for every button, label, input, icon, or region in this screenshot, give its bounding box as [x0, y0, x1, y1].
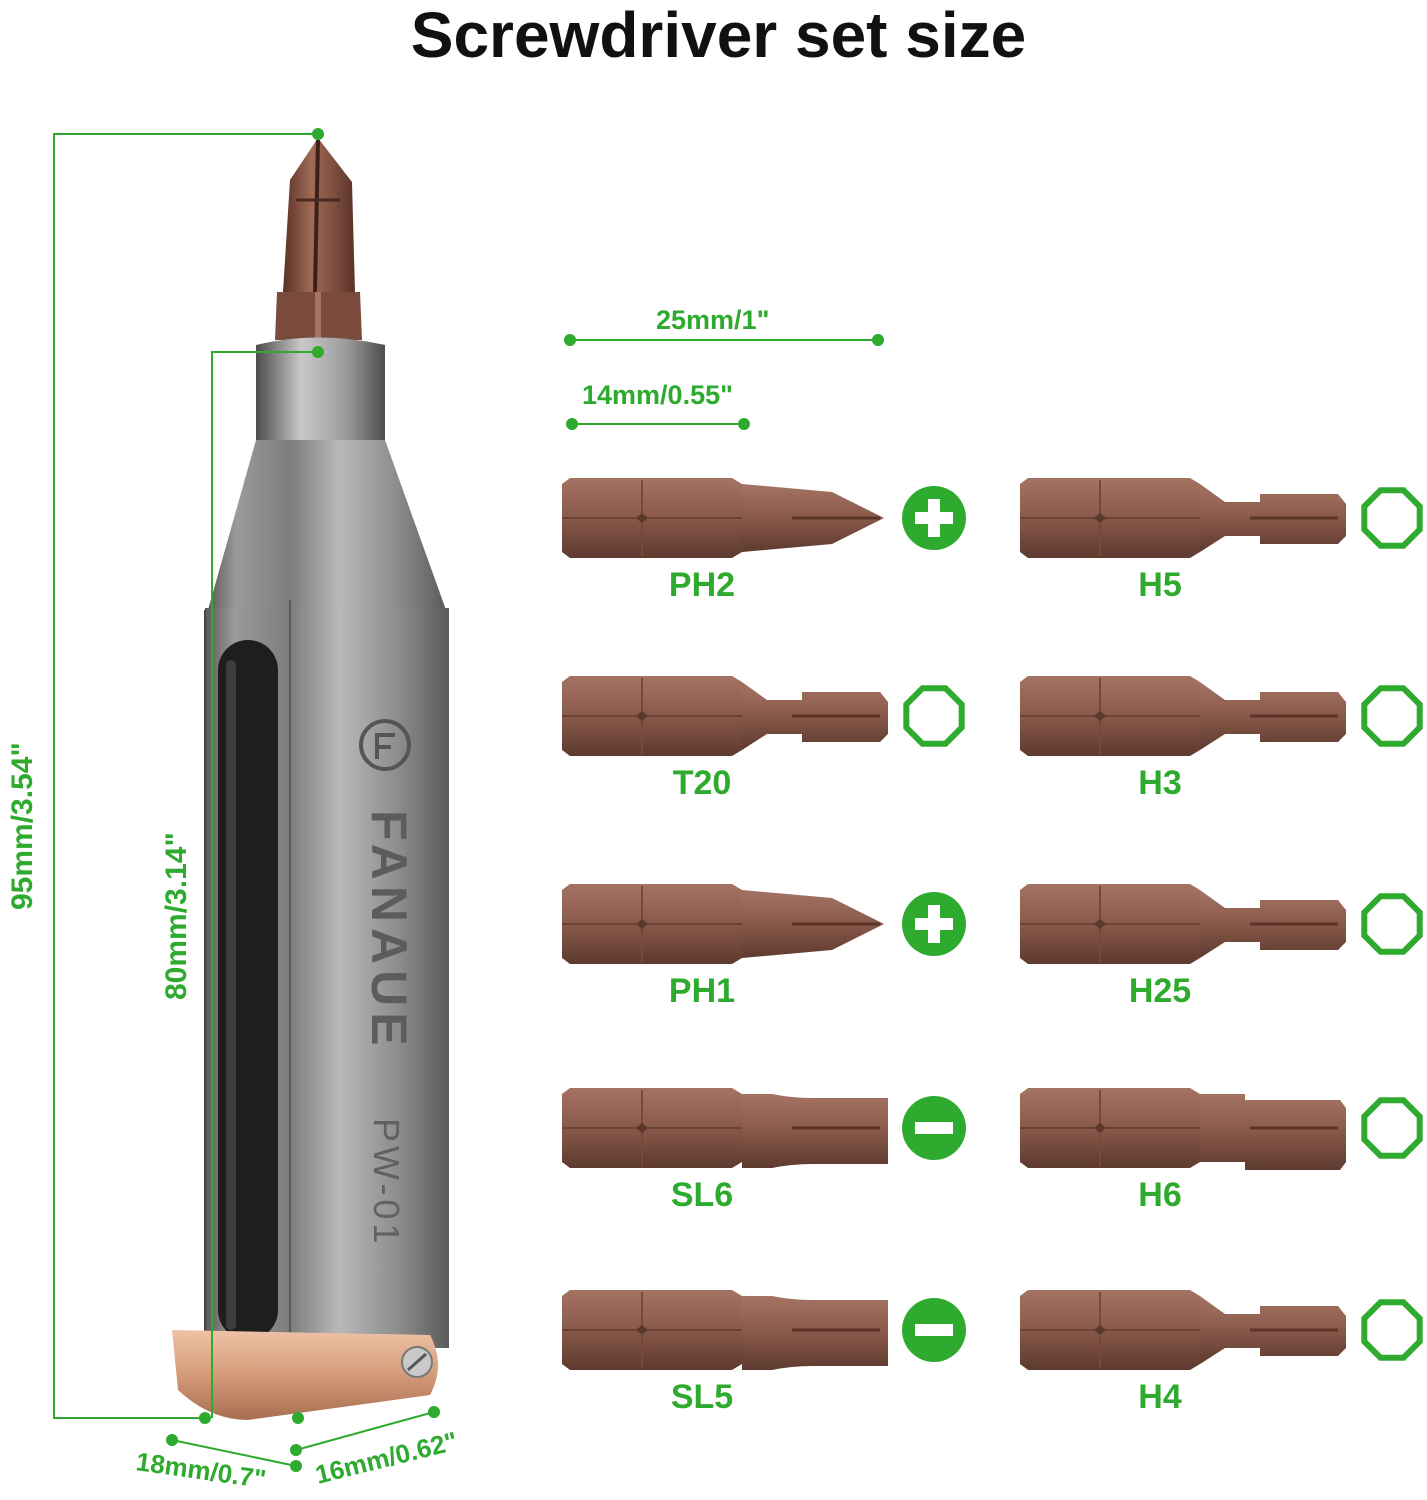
minus-icon	[902, 1298, 966, 1362]
dimension-lines	[53, 133, 435, 1467]
bits-layer	[562, 478, 1423, 1370]
plus-icon	[902, 486, 966, 550]
bit-label-h5: H5	[1138, 566, 1182, 604]
octagon-icon	[903, 685, 965, 747]
total-length-label: 95mm/3.54"	[6, 742, 39, 910]
minus-icon	[902, 1096, 966, 1160]
bit-ph2	[562, 478, 884, 558]
octagon-icon	[1361, 685, 1423, 747]
plus-icon	[902, 892, 966, 956]
bit-h6	[1020, 1088, 1346, 1170]
bit-length-label: 25mm/1"	[656, 305, 770, 335]
depth-label: 16mm/0.62"	[312, 1426, 460, 1490]
bit-h3	[1020, 676, 1346, 756]
brand-name: FANAUE	[361, 810, 417, 1052]
bit-label-ph2: PH2	[668, 566, 736, 604]
bit-t20	[562, 676, 888, 756]
body-length-label: 80mm/3.14"	[160, 832, 193, 1000]
bit-label-sl5: SL5	[670, 1378, 734, 1416]
bit-h25	[1020, 884, 1346, 964]
bit-h4	[1020, 1290, 1346, 1370]
octagon-icon	[1361, 1097, 1423, 1159]
bit-label-h3: H3	[1138, 764, 1182, 802]
bit-label-t20: T20	[672, 764, 732, 802]
width-label: 18mm/0.7"	[134, 1446, 268, 1494]
model-number: PW-01	[366, 1118, 407, 1247]
bit-label-h4: H4	[1138, 1378, 1182, 1416]
page-title: Screwdriver set size	[410, 0, 1027, 71]
bit-label-h6: H6	[1138, 1176, 1182, 1214]
bit-ph1	[562, 884, 884, 964]
octagon-icon	[1361, 487, 1423, 549]
bit-label-h25: H25	[1128, 972, 1192, 1010]
bit-hex-length-label: 14mm/0.55"	[582, 380, 733, 410]
bit-label-sl6: SL6	[670, 1176, 734, 1214]
bit-h5	[1020, 478, 1346, 558]
bit-label-ph1: PH1	[668, 972, 736, 1010]
bit-sl5	[562, 1290, 888, 1370]
bit-sl6	[562, 1088, 888, 1168]
octagon-icon	[1361, 893, 1423, 955]
screwdriver-body	[172, 138, 449, 1420]
octagon-icon	[1361, 1299, 1423, 1361]
